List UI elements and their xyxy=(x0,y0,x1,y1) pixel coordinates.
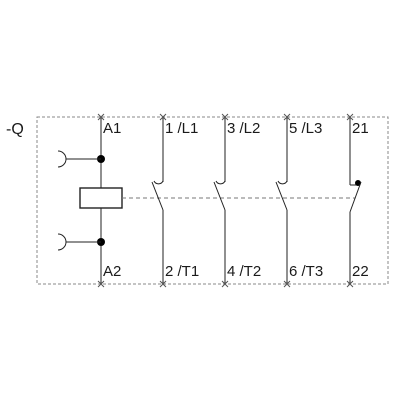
pole-2-bottom-label: 4 /T2 xyxy=(227,263,261,280)
main-contact-pole-2: 3 /L2 4 /T2 xyxy=(213,117,261,284)
device-enclosure xyxy=(36,116,389,285)
auxiliary-nc-contact: 21 22 xyxy=(349,117,369,284)
pole-1-top-label: 1 /L1 xyxy=(165,120,198,137)
coil-circuit: A1 A2 xyxy=(57,117,123,284)
aux-top-label: 21 xyxy=(352,120,369,137)
device-designation: -Q xyxy=(6,121,24,138)
socket-symbol-top xyxy=(57,150,101,168)
pole-3-bottom-label: 6 /T3 xyxy=(289,263,323,280)
pole-1-bottom-label: 2 /T1 xyxy=(165,263,199,280)
aux-bottom-label: 22 xyxy=(352,263,369,280)
pole-3-top-label: 5 /L3 xyxy=(289,120,322,137)
main-contact-pole-1: 1 /L1 2 /T1 xyxy=(151,117,199,284)
socket-symbol-bottom xyxy=(57,233,101,251)
coil-terminal-top-label: A1 xyxy=(103,120,121,137)
main-contact-pole-3: 5 /L3 6 /T3 xyxy=(275,117,323,284)
terminal-marks xyxy=(97,113,354,288)
coil-symbol xyxy=(79,187,123,209)
coil-terminal-bottom-label: A2 xyxy=(103,263,121,280)
pole-2-top-label: 3 /L2 xyxy=(227,120,260,137)
